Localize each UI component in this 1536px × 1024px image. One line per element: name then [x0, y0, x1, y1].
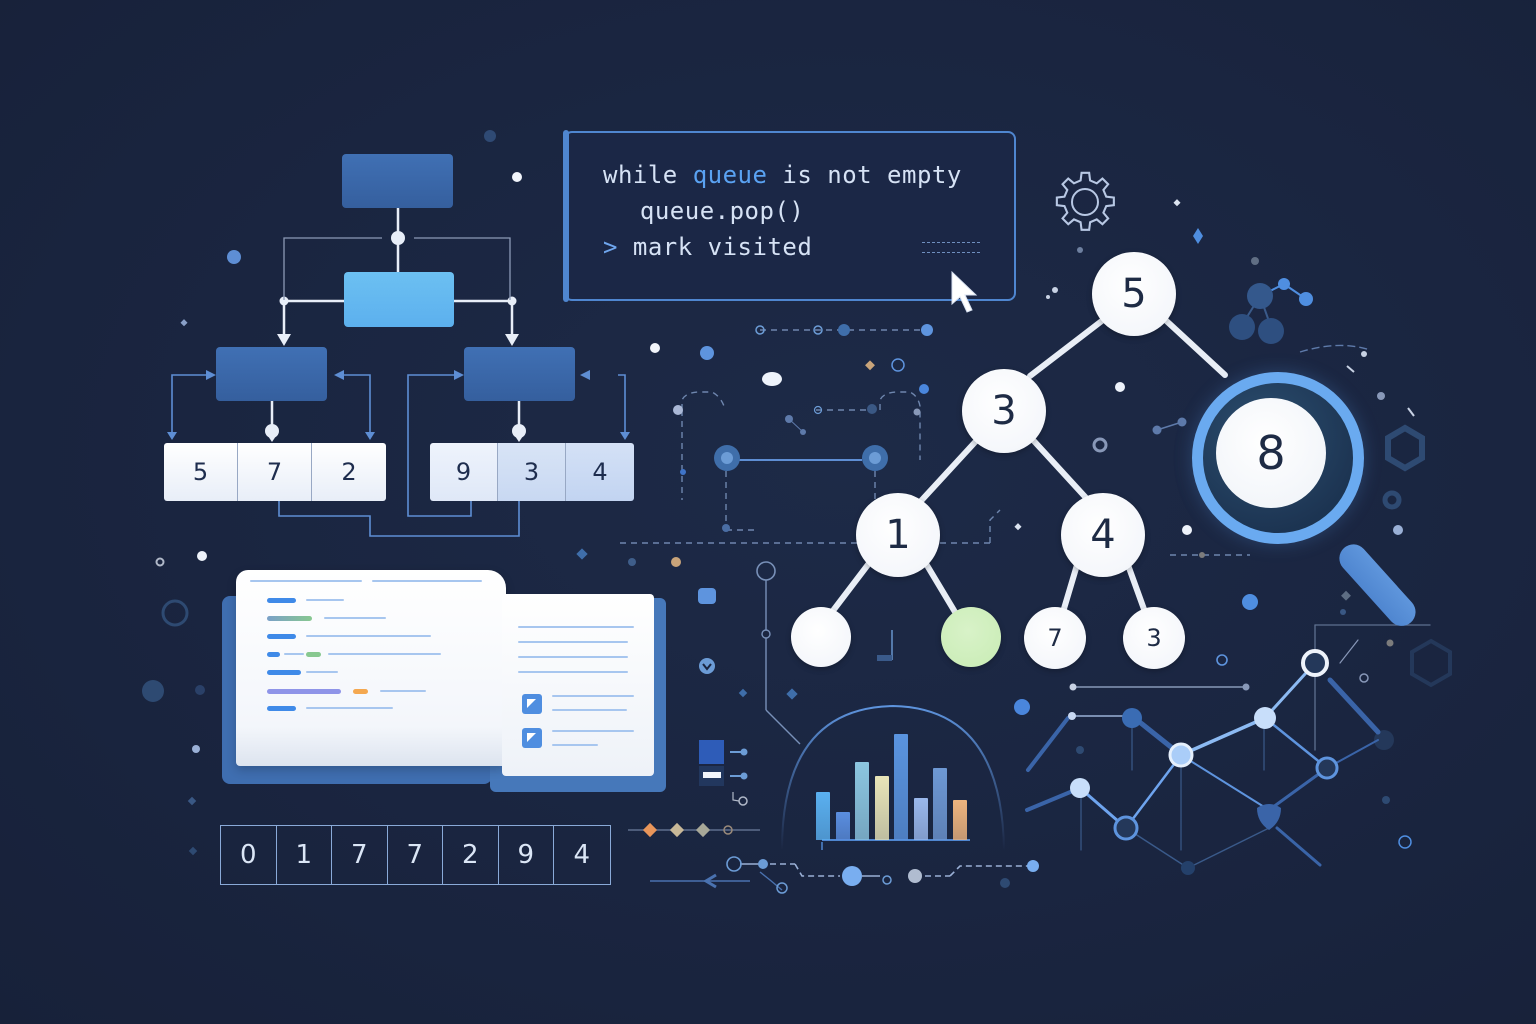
text-line — [518, 641, 628, 643]
code-text: while — [603, 161, 693, 189]
chart-bar — [874, 776, 889, 840]
array-cell: 5 — [164, 443, 238, 501]
code-token — [267, 598, 296, 603]
code-token — [353, 689, 368, 694]
prompt-chevron-icon: > — [603, 233, 618, 261]
chart-bar — [855, 762, 869, 840]
array-cell: 4 — [566, 443, 634, 501]
tree-leaf-highlighted — [941, 607, 1001, 667]
code-token — [267, 634, 296, 639]
array-cell: 7 — [238, 443, 312, 501]
text-line — [552, 730, 634, 732]
code-token — [267, 670, 301, 675]
text-line — [552, 744, 598, 746]
array-cell: 0 — [221, 826, 277, 884]
tree-node: 1 — [856, 493, 940, 577]
text-line — [518, 626, 634, 628]
array-cell: 9 — [430, 443, 498, 501]
code-line-3: > mark visited — [603, 233, 812, 261]
code-placeholder-line — [922, 252, 980, 253]
checkbox-icon — [522, 694, 542, 714]
text-line — [250, 580, 362, 582]
text-line — [324, 617, 386, 619]
found-node: 8 — [1216, 398, 1326, 508]
text-line — [328, 653, 441, 655]
text-line — [552, 709, 627, 711]
text-line — [552, 695, 634, 697]
code-placeholder-line — [922, 242, 980, 243]
code-text: mark visited — [617, 233, 813, 261]
chart-bar — [894, 734, 908, 840]
text-line — [306, 707, 393, 709]
right-array: 9 3 4 — [430, 443, 634, 501]
book-page-right — [502, 594, 654, 776]
text-line — [306, 599, 344, 601]
mouse-cursor-icon — [951, 270, 978, 313]
checkbox-icon — [522, 728, 542, 748]
code-line-2: queue.pop() — [610, 197, 805, 225]
code-token — [267, 616, 312, 621]
gear-icon — [1055, 171, 1115, 231]
chart-bar — [913, 798, 928, 840]
chart-bar — [952, 800, 967, 840]
flowchart-root-node — [342, 154, 453, 208]
chart-bar — [933, 768, 947, 840]
flowchart-left-node — [216, 347, 327, 401]
bar-chart — [816, 730, 976, 840]
chart-bar — [835, 812, 850, 840]
bar-chart-dome — [781, 704, 1005, 851]
code-text: is not empty — [767, 161, 962, 189]
array-cell: 4 — [573, 840, 591, 870]
flowchart-right-node — [464, 347, 575, 401]
tree-leaf: 7 — [1024, 607, 1086, 669]
code-token — [267, 706, 296, 711]
array-cell: 7 — [388, 826, 443, 884]
text-line — [284, 653, 304, 655]
tree-leaf: 3 — [1123, 607, 1185, 669]
array-cell: 9 — [499, 826, 554, 884]
chart-bar — [816, 792, 830, 840]
code-panel: while queue is not empty queue.pop() > m… — [563, 130, 1016, 302]
code-line-1: while queue is not empty — [603, 161, 962, 189]
array-cell: 1 — [277, 826, 332, 884]
code-keyword: queue — [692, 161, 768, 189]
array-cell: 7 — [332, 826, 388, 884]
array-cell: 3 — [498, 443, 566, 501]
code-token — [267, 652, 280, 657]
tree-leaf-empty — [791, 607, 851, 667]
text-line — [380, 690, 426, 692]
book-page-left — [236, 570, 506, 766]
array-cell: 2 — [443, 826, 499, 884]
text-line — [518, 656, 628, 658]
tree-node: 3 — [962, 369, 1046, 453]
bottom-array: 0 1 7 7 2 9 4 — [220, 825, 611, 885]
text-line — [372, 580, 482, 582]
flowchart-active-node — [344, 272, 454, 327]
code-token — [306, 652, 321, 657]
tree-node-root: 5 — [1092, 252, 1176, 336]
array-cell: 2 — [312, 443, 386, 501]
left-array: 5 7 2 — [164, 443, 386, 501]
text-line — [518, 671, 628, 673]
text-line — [306, 671, 338, 673]
code-token — [267, 689, 341, 694]
text-line — [306, 635, 431, 637]
tree-node: 4 — [1061, 493, 1145, 577]
